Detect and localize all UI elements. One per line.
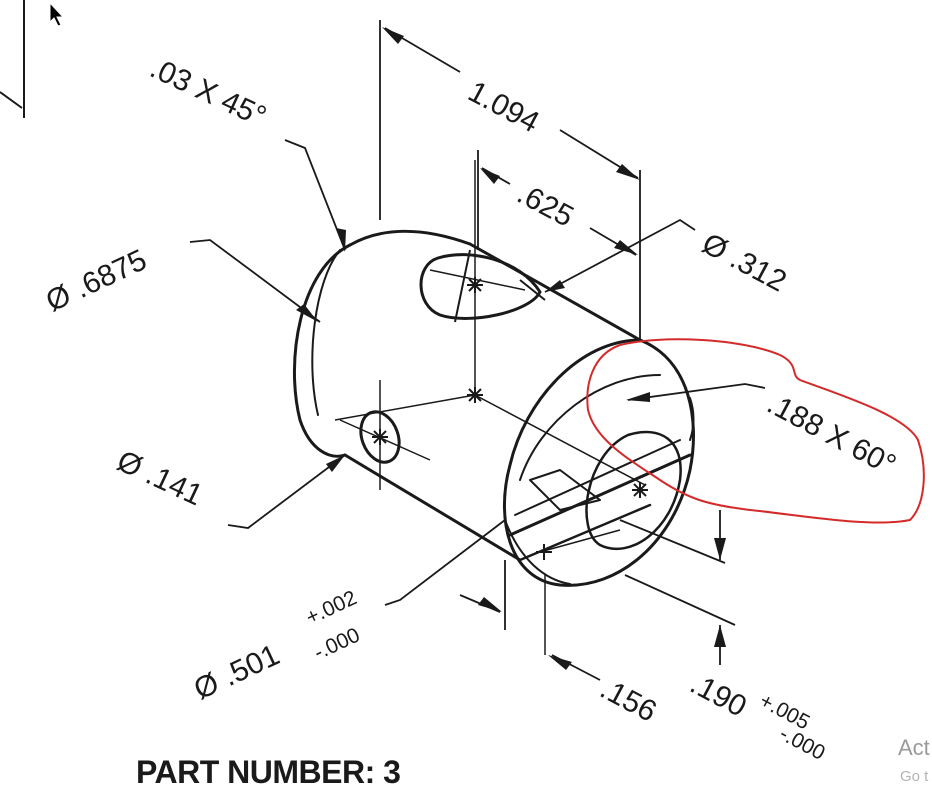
chamfer-label: .03 X 45° xyxy=(145,51,271,133)
overall-length-label: 1.094 xyxy=(463,75,545,139)
mouse-cursor-icon xyxy=(49,1,65,27)
activation-watermark-line1: Act xyxy=(898,735,930,760)
top-hole-dia-label: Ø .312 xyxy=(697,227,792,298)
bore-chamfer-label: .188 X 60° xyxy=(762,387,901,482)
top-hole xyxy=(419,249,546,323)
bore-tol-upper-label: +.002 xyxy=(302,586,360,629)
bore-tol-lower-label: -.000 xyxy=(310,623,363,664)
red-highlight-annotation xyxy=(586,338,925,524)
arrowheads xyxy=(296,27,726,670)
part-number-label: PART NUMBER: 3 xyxy=(136,754,400,790)
slot-offset-label: .156 xyxy=(595,672,662,729)
hole-offset-label: .625 xyxy=(512,177,579,234)
side-hole xyxy=(359,410,401,464)
cylinder-body xyxy=(292,229,695,587)
outer-dia-label: Ø .6875 xyxy=(41,243,152,318)
activation-watermark-line2: Go t xyxy=(900,768,929,785)
sheet-border-fragment xyxy=(0,0,25,118)
slot-depth-label: .190 xyxy=(685,667,752,724)
side-hole-dia-label: Ø .141 xyxy=(112,444,208,512)
bore-dia-label: Ø .501 xyxy=(189,638,285,706)
dimension-lines xyxy=(189,20,766,681)
center-marks xyxy=(372,277,648,560)
